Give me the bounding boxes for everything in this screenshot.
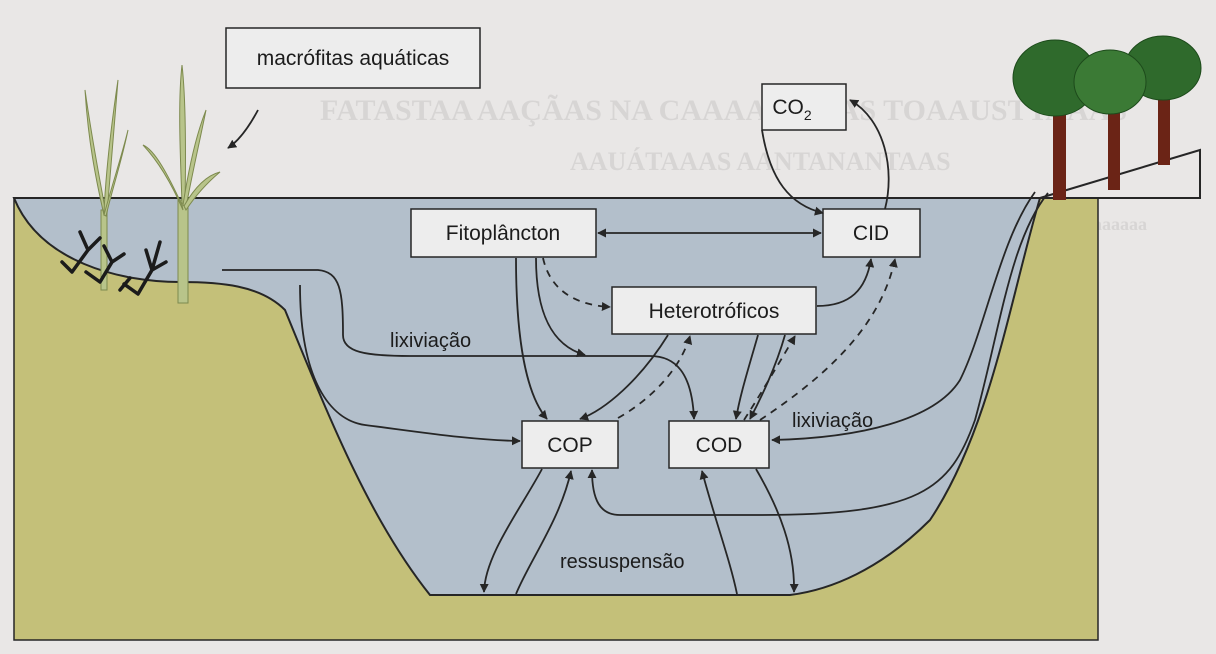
heterotroficos-label: Heterotróficos <box>649 300 780 323</box>
arrow-fito-cop <box>515 257 548 420</box>
arrow-sediment-cod <box>699 470 738 595</box>
fitoplancton-label: Fitoplâncton <box>446 222 560 245</box>
node-fitoplancton: Fitoplâncton <box>410 208 597 258</box>
forest-trees <box>1012 35 1202 200</box>
svg-text:AAUÁTAAAS AANTANANTAAS: AAUÁTAAAS AANTANANTAAS <box>570 147 951 176</box>
cod-label: COD <box>696 434 743 457</box>
arrow-forest-cop <box>587 192 1049 516</box>
node-cop: COP <box>521 420 619 469</box>
arrow-fito-hetero <box>542 257 611 312</box>
arrow-forest-cod <box>771 191 1036 445</box>
arrow-macrofitas-pointer <box>227 109 259 149</box>
arrow-hetero-cod <box>732 334 759 420</box>
arrow-hetero-cop <box>579 334 669 421</box>
cid-label: CID <box>853 222 889 245</box>
node-cod: COD <box>668 420 770 469</box>
macrofitas-label: macrófitas aquáticas <box>257 47 450 70</box>
co2-label: CO2 <box>772 96 812 123</box>
macrophyte-plants <box>84 64 221 304</box>
arrow-co2-cid <box>761 129 824 216</box>
label-lixiviacao-right: lixiviação <box>792 410 873 432</box>
arrow-fito-cod <box>535 257 586 358</box>
label-ressuspensao: ressuspensão <box>560 551 685 573</box>
node-heterotroficos: Heterotróficos <box>611 286 817 335</box>
cop-label: COP <box>547 434 593 457</box>
arrow-macrofitas-cod <box>222 269 699 420</box>
arrow-sediment-cop <box>515 470 574 595</box>
arrow-cod-hetero <box>743 335 796 421</box>
arrow-macrofitas-cop <box>299 284 521 446</box>
arrow-cop-sediment <box>479 468 543 593</box>
arrow-cod-cid <box>759 258 898 421</box>
node-cid: CID <box>822 208 921 258</box>
submerged-algae <box>60 230 168 296</box>
arrow-cod-sediment <box>755 468 799 593</box>
arrow-cop-hetero <box>617 335 693 419</box>
node-macrofitas: macrófitas aquáticas <box>225 27 481 89</box>
label-lixiviacao-left: lixiviação <box>390 330 471 352</box>
arrow-cid-co2 <box>849 99 890 210</box>
arrow-hetero-cid <box>816 258 875 307</box>
svg-text:FATASTAA AAÇÃAS NA CAAAANA NAS: FATASTAA AAÇÃAS NA CAAAANA NAS TOAAUSTTA… <box>320 94 1127 127</box>
node-co2: CO2 <box>761 83 847 131</box>
